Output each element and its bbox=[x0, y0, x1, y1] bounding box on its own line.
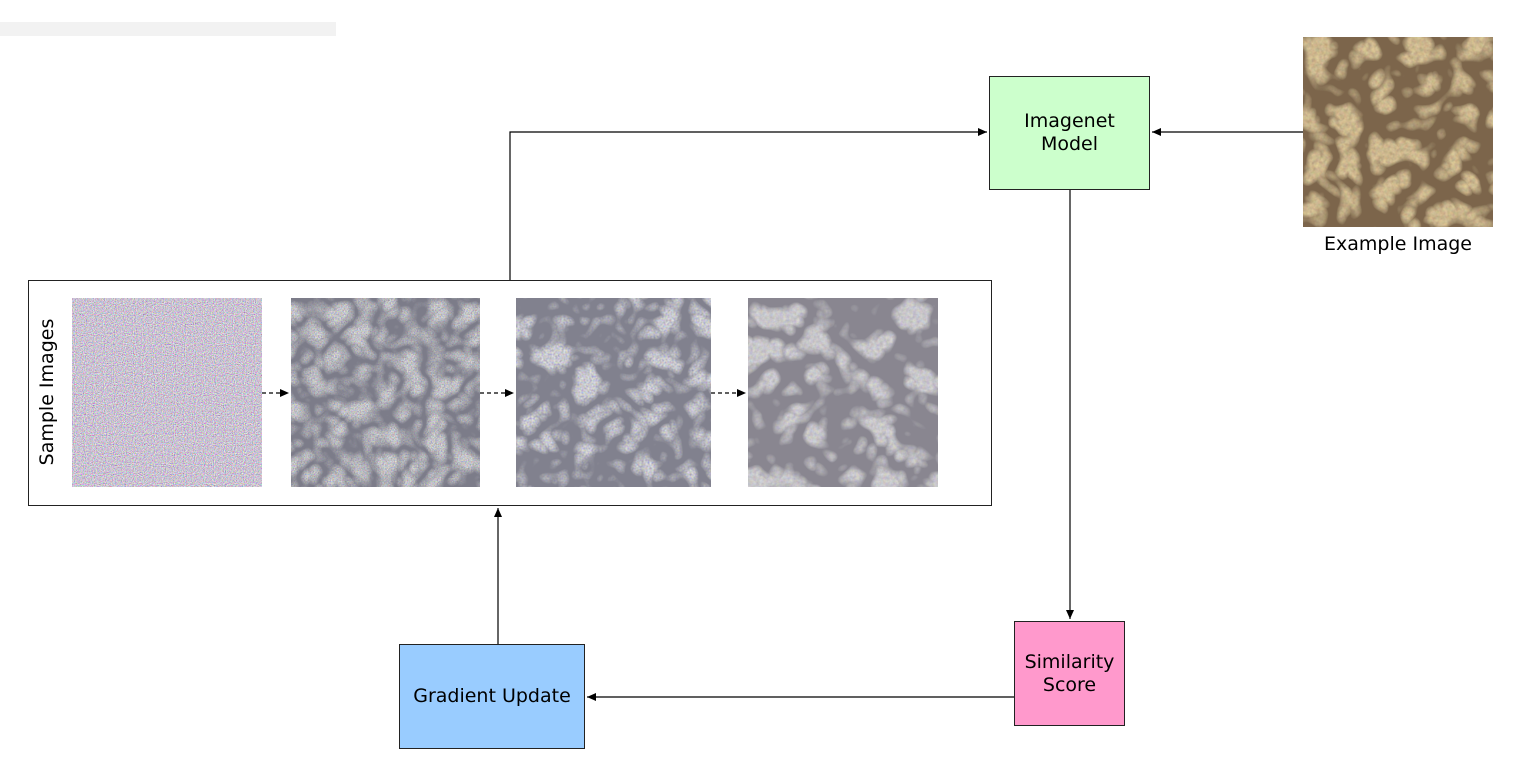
gradient-update-label: Gradient Update bbox=[413, 685, 571, 707]
sample-images-panel bbox=[28, 280, 992, 506]
top-strip bbox=[0, 22, 336, 36]
example-image-label: Example Image bbox=[1324, 233, 1472, 255]
imagenet-model-label: Imagenet Model bbox=[1024, 110, 1115, 155]
gradient-update-node: Gradient Update bbox=[399, 644, 585, 749]
similarity-score-node: Similarity Score bbox=[1014, 621, 1125, 726]
imagenet-model-node: Imagenet Model bbox=[989, 76, 1150, 190]
similarity-score-label: Similarity Score bbox=[1024, 650, 1115, 696]
sample-images-label: Sample Images bbox=[36, 318, 58, 466]
connector-samples-to-model bbox=[509, 128, 987, 280]
